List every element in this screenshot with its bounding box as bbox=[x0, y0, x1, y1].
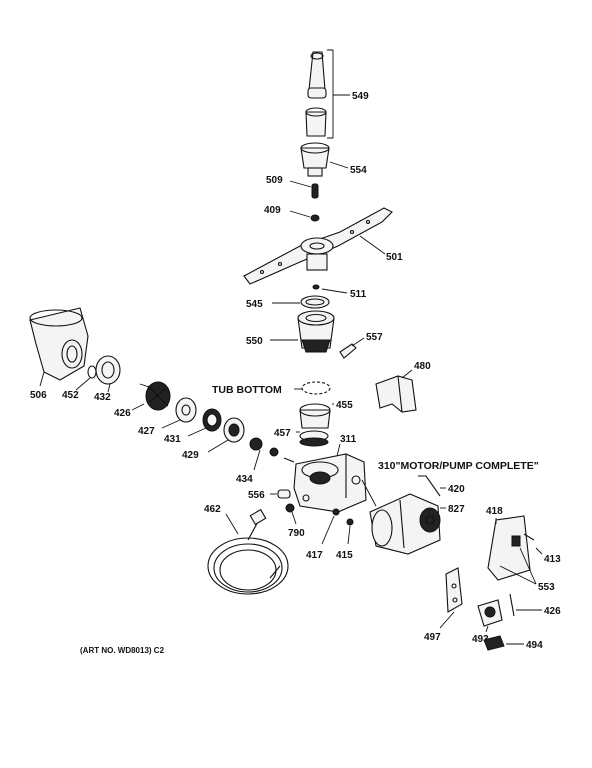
bracket-549 bbox=[327, 49, 334, 139]
callout-452: 452 bbox=[62, 390, 79, 401]
tub-bottom-ring bbox=[301, 381, 331, 395]
fastener-790 bbox=[285, 503, 295, 513]
callout-429: 429 bbox=[182, 450, 199, 461]
screw-417 bbox=[332, 508, 340, 516]
washer-409 bbox=[310, 214, 320, 222]
callout-455: 455 bbox=[336, 400, 353, 411]
plug-556 bbox=[277, 489, 291, 499]
callout-462: 462 bbox=[204, 504, 221, 515]
callout-431: 431 bbox=[164, 434, 181, 445]
callout-550: 550 bbox=[246, 336, 263, 347]
callout-545: 545 bbox=[246, 299, 263, 310]
callout-415: 415 bbox=[336, 550, 353, 561]
seal-455 bbox=[299, 403, 331, 429]
callout-427: 427 bbox=[138, 426, 155, 437]
drain-hose-462 bbox=[207, 508, 289, 595]
seal-545 bbox=[300, 295, 330, 309]
collar-432 bbox=[95, 355, 121, 385]
sump-506 bbox=[29, 307, 89, 381]
callout-420: 420 bbox=[448, 484, 465, 495]
callout-480: 480 bbox=[414, 361, 431, 372]
disk-427 bbox=[175, 397, 197, 423]
housing-493 bbox=[477, 599, 503, 627]
callout-418: 418 bbox=[486, 506, 503, 517]
clip-413 bbox=[523, 533, 535, 541]
spray-arm-501 bbox=[243, 207, 393, 285]
callout-506: 506 bbox=[30, 390, 47, 401]
label-motor-pump-complete: 310"MOTOR/PUMP COMPLETE" bbox=[378, 460, 539, 472]
callout-432: 432 bbox=[94, 392, 111, 403]
art-number: (ART NO. WD8013) C2 bbox=[80, 646, 165, 655]
pin-426 bbox=[509, 593, 515, 617]
callout-511: 511 bbox=[350, 289, 367, 300]
callout-827: 827 bbox=[448, 504, 465, 515]
pump-housing-311 bbox=[293, 453, 367, 513]
clip-557 bbox=[339, 343, 357, 359]
callout-790: 790 bbox=[288, 528, 305, 539]
clip-511 bbox=[312, 284, 320, 290]
bracket-418 bbox=[487, 515, 531, 581]
callout-426-b: 426 bbox=[544, 606, 561, 617]
nut-554 bbox=[300, 142, 330, 177]
callout-409: 409 bbox=[264, 205, 281, 216]
callout-553: 553 bbox=[538, 582, 555, 593]
band-452 bbox=[87, 365, 97, 379]
callout-494: 494 bbox=[526, 640, 543, 651]
callout-311: 311 bbox=[340, 434, 357, 445]
pin-509 bbox=[311, 183, 319, 199]
cover-480 bbox=[375, 375, 417, 413]
callout-557: 557 bbox=[366, 332, 383, 343]
bracket-497 bbox=[445, 567, 463, 613]
motor-assembly bbox=[369, 493, 441, 555]
spray-tower-part bbox=[305, 51, 327, 137]
label-tub-bottom: TUB BOTTOM bbox=[212, 384, 282, 396]
callout-556: 556 bbox=[248, 490, 265, 501]
ring-431 bbox=[202, 408, 222, 432]
callout-426-a: 426 bbox=[114, 408, 131, 419]
callout-501: 501 bbox=[386, 252, 403, 263]
wire-420 bbox=[418, 475, 441, 497]
callout-497: 497 bbox=[424, 632, 441, 643]
gasket-457 bbox=[299, 430, 329, 447]
chopper-426 bbox=[139, 381, 171, 411]
callout-434: 434 bbox=[236, 474, 253, 485]
callout-549: 549 bbox=[352, 91, 369, 102]
callout-413: 413 bbox=[544, 554, 561, 565]
impeller-429 bbox=[223, 417, 245, 443]
callout-417: 417 bbox=[306, 550, 323, 561]
callout-493: 493 bbox=[472, 634, 489, 645]
screw-415 bbox=[346, 518, 354, 526]
callout-457: 457 bbox=[274, 428, 291, 439]
callout-554: 554 bbox=[350, 165, 367, 176]
callout-509: 509 bbox=[266, 175, 283, 186]
cap-494 bbox=[483, 635, 505, 651]
hub-550 bbox=[297, 310, 335, 353]
fitting-434 bbox=[249, 437, 295, 463]
